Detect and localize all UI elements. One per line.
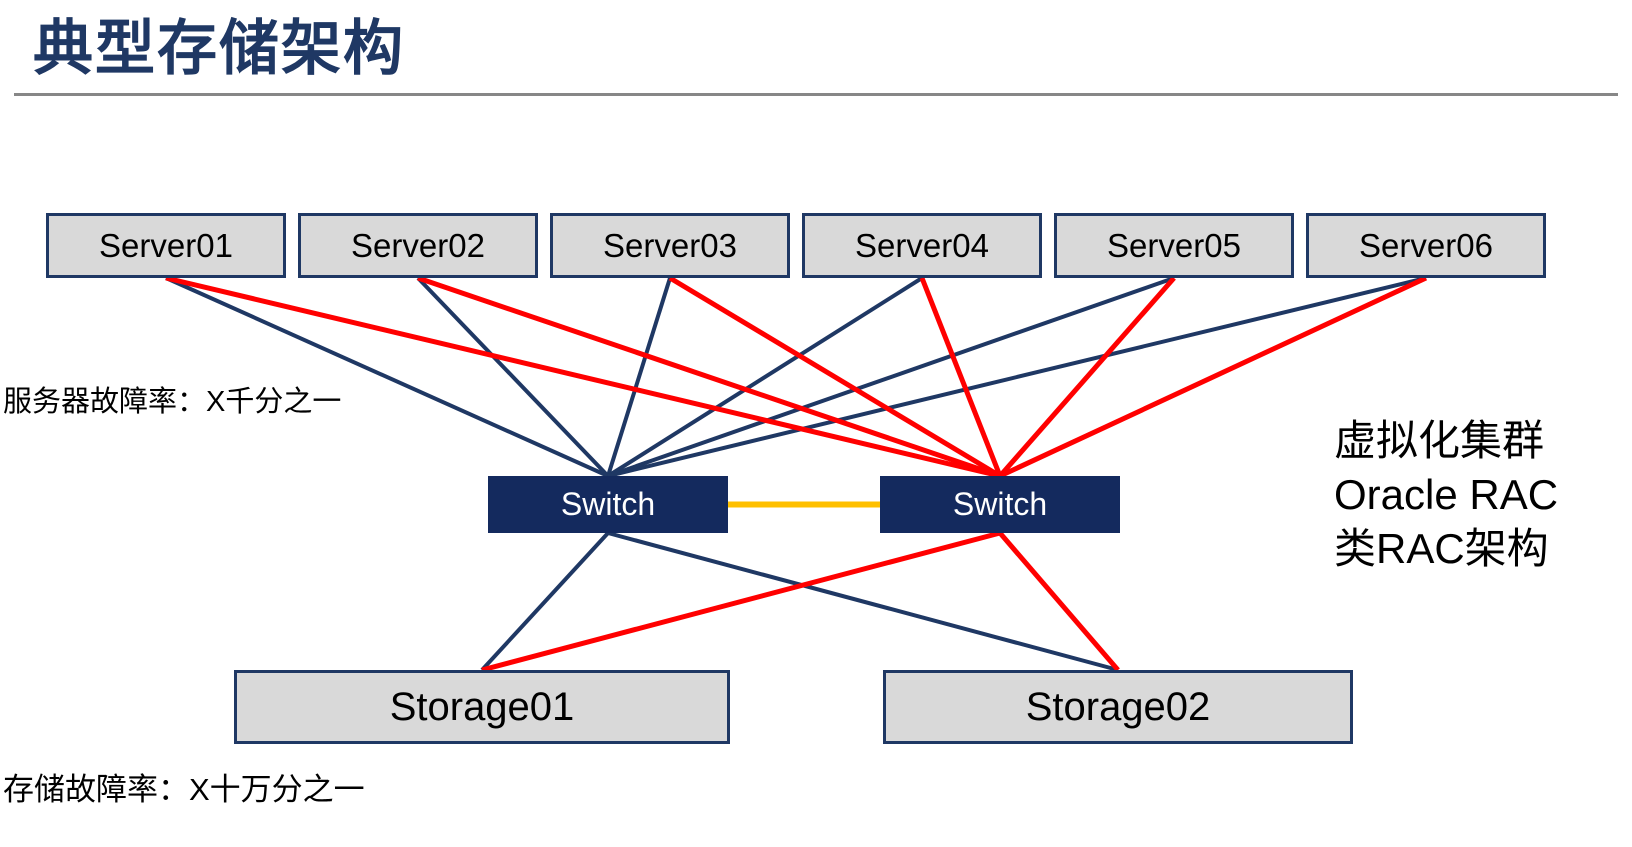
- link-switch-1-to-storage-2: [607, 531, 1119, 672]
- title-divider: [14, 93, 1618, 96]
- server03-label: Server03: [603, 226, 737, 264]
- link-server-4-to-switch-2: [919, 277, 1003, 477]
- server04-label: Server04: [855, 226, 989, 264]
- storage02-label: Storage02: [1025, 684, 1211, 729]
- link-server-2-to-switch-1: [416, 276, 610, 478]
- server05-node: Server05: [1054, 213, 1294, 278]
- server03-node: Server03: [550, 213, 790, 278]
- cluster-note-line1: 虚拟化集群: [1334, 417, 1545, 464]
- server06-label: Server06: [1359, 226, 1493, 264]
- page-title: 典型存储架构: [33, 15, 405, 82]
- server01-node: Server01: [46, 213, 286, 278]
- server-failure-note: 服务器故障率：X千分之一: [3, 386, 342, 418]
- link-server-5-to-switch-1: [607, 276, 1175, 478]
- switch-right-label: Switch: [952, 486, 1048, 522]
- link-switch-2-to-storage-1: [481, 530, 1001, 673]
- cluster-note-line3: 类RAC架构: [1334, 525, 1549, 572]
- storage-failure-note: 存储故障率：X十万分之一: [3, 772, 365, 807]
- server04-node: Server04: [802, 213, 1042, 278]
- server05-label: Server05: [1107, 226, 1241, 264]
- server02-node: Server02: [298, 213, 538, 278]
- link-server-5-to-switch-2: [998, 276, 1176, 478]
- switch-right-node: Switch: [880, 476, 1120, 533]
- link-server-6-to-switch-1: [607, 276, 1427, 478]
- link-server-3-to-switch-1: [606, 277, 672, 477]
- storage01-node: Storage01: [234, 670, 730, 744]
- link-server-2-to-switch-2: [417, 275, 1001, 479]
- link-server-6-to-switch-2: [998, 275, 1428, 479]
- cluster-note-line2: Oracle RAC: [1334, 471, 1559, 518]
- server01-label: Server01: [99, 226, 233, 264]
- link-server-4-to-switch-1: [606, 276, 924, 478]
- link-switch-2-to-storage-2: [998, 531, 1120, 672]
- cluster-note: 虚拟化集群 Oracle RAC 类RAC架构: [1334, 414, 1558, 576]
- link-server-3-to-switch-2: [668, 275, 1002, 479]
- switch-left-label: Switch: [560, 486, 656, 522]
- server02-label: Server02: [351, 226, 485, 264]
- link-switch-1-to-storage-1: [480, 531, 610, 672]
- link-server-1-to-switch-2: [165, 275, 1001, 479]
- storage02-node: Storage02: [883, 670, 1353, 744]
- link-server-1-to-switch-1: [165, 276, 609, 478]
- switch-left-node: Switch: [488, 476, 728, 533]
- storage01-label: Storage01: [389, 684, 575, 729]
- server06-node: Server06: [1306, 213, 1546, 278]
